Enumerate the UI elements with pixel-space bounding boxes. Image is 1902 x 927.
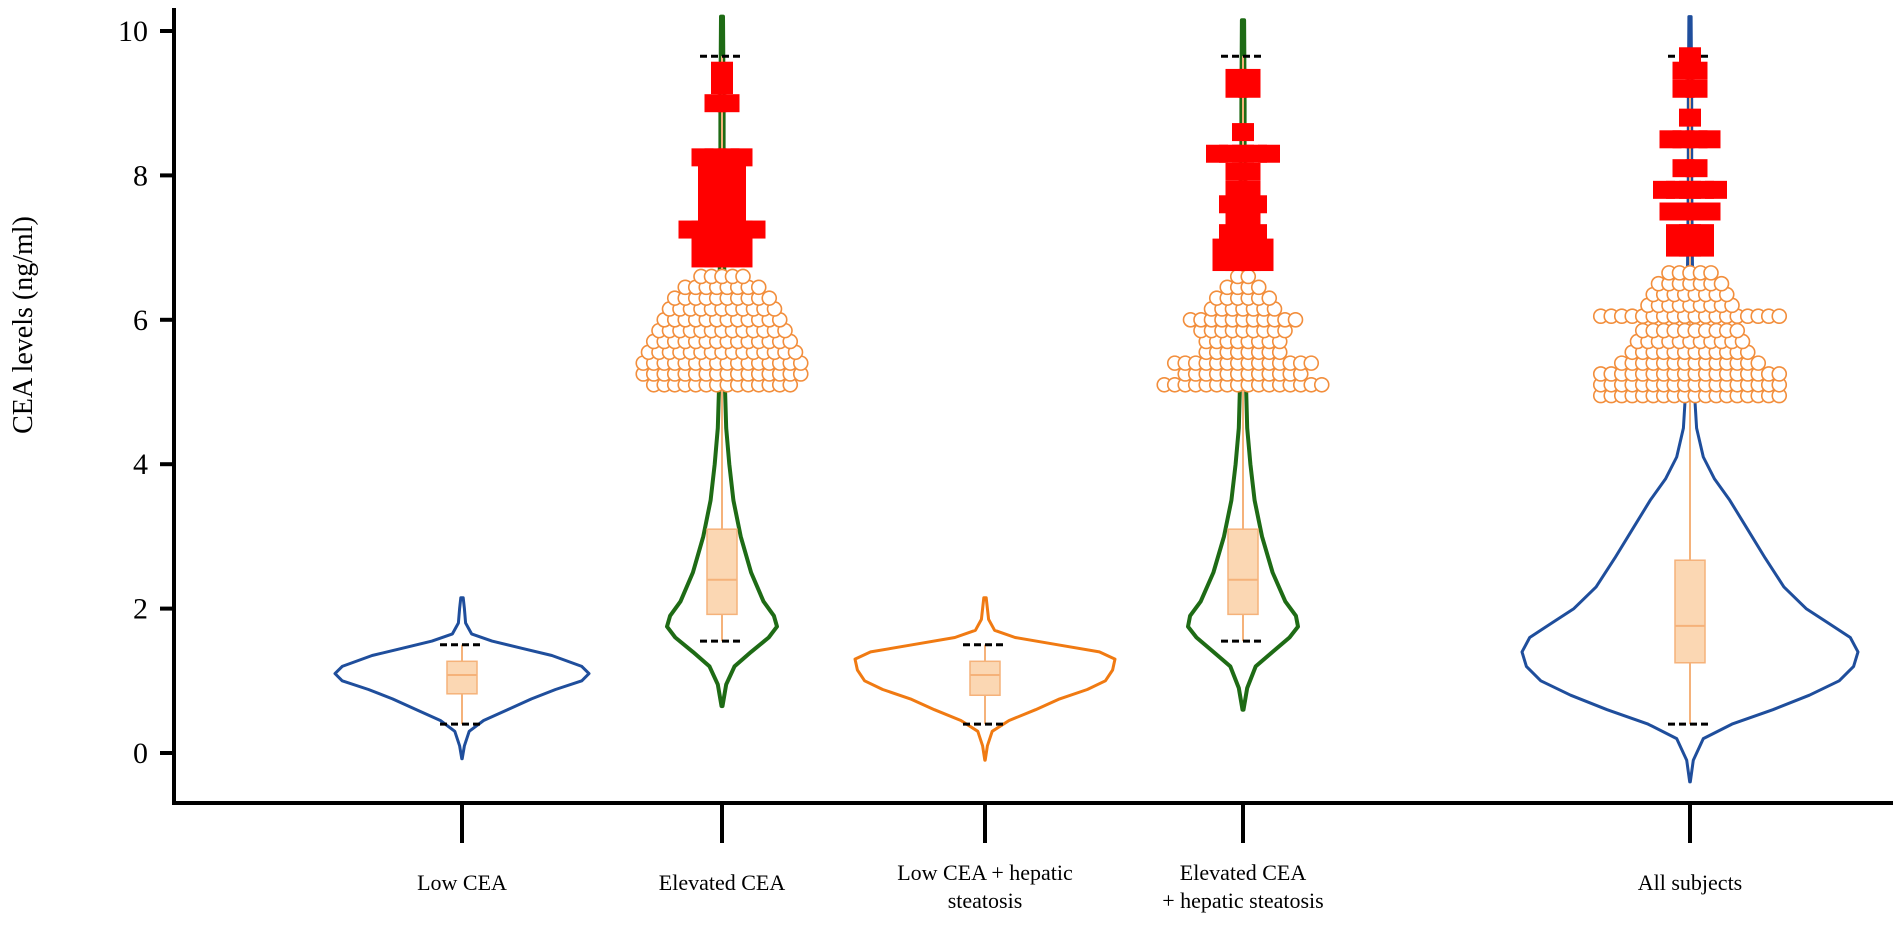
extreme-outlier-point xyxy=(1692,224,1714,243)
x-ticks xyxy=(460,803,1692,843)
moderate-outlier-point xyxy=(1313,376,1330,393)
extreme-outlier-point xyxy=(1245,195,1267,214)
extreme-outlier-point xyxy=(730,249,753,268)
outliers xyxy=(635,47,1788,404)
box-iqr xyxy=(1674,559,1706,664)
extreme-outlier-point xyxy=(1251,238,1274,257)
extreme-outlier-point xyxy=(1232,123,1254,142)
extreme-outlier-point xyxy=(743,220,766,239)
extreme-outlier-point xyxy=(711,61,733,80)
box-iqr xyxy=(706,528,738,616)
y-tick-label: 2 xyxy=(133,593,148,626)
y-tick-label: 0 xyxy=(133,737,148,770)
moderate-outlier-point xyxy=(1771,308,1788,324)
extreme-outlier-point xyxy=(1251,253,1274,272)
extreme-outlier-point xyxy=(724,177,746,196)
extreme-outlier-point xyxy=(724,206,746,225)
violin-outline xyxy=(333,596,591,761)
moderate-outlier-point xyxy=(750,279,767,296)
extreme-outlier-point xyxy=(711,76,733,95)
y-ticks: 0 2 4 6 8 10 xyxy=(118,15,176,770)
moderate-outlier-point xyxy=(735,268,751,285)
extreme-outlier-point xyxy=(1679,47,1701,66)
moderate-outlier-point xyxy=(1261,290,1278,306)
extreme-outlier-point xyxy=(1692,238,1714,257)
y-tick-label: 6 xyxy=(133,304,148,337)
category-label: Low CEA + hepatic xyxy=(897,860,1073,885)
category-label: Elevated CEA xyxy=(1180,860,1307,885)
y-tick-label: 8 xyxy=(133,159,148,192)
extreme-outlier-point xyxy=(1685,159,1708,178)
moderate-outlier-point xyxy=(1729,322,1746,339)
box-iqr xyxy=(969,660,1001,696)
box-iqr xyxy=(446,660,478,695)
moderate-outlier-point xyxy=(1713,275,1730,292)
extreme-outlier-point xyxy=(1705,180,1727,199)
y-axis-title: CEA levels (ng/ml) xyxy=(8,216,39,434)
extreme-outlier-point xyxy=(1698,202,1721,221)
y-tick-label: 10 xyxy=(118,15,148,48)
category-labels: Low CEA Elevated CEA Low CEA + hepatic stea… xyxy=(417,860,1742,913)
category-label: All subjects xyxy=(1638,870,1743,895)
extreme-outlier-point xyxy=(1685,79,1708,98)
category-label: Elevated CEA xyxy=(659,870,786,895)
extreme-outlier-point xyxy=(730,234,753,253)
extreme-outlier-point xyxy=(1245,224,1267,243)
whiskers xyxy=(440,54,1712,726)
moderate-outlier-point xyxy=(1250,279,1267,296)
box-iqr xyxy=(1227,528,1259,616)
extreme-outlier-point xyxy=(1258,144,1280,163)
violin-outline xyxy=(853,596,1117,762)
moderate-outlier-point xyxy=(1703,265,1719,281)
extreme-outlier-point xyxy=(1238,68,1261,87)
extreme-outlier-point xyxy=(1685,61,1708,80)
moderate-outlier-point xyxy=(1750,355,1767,371)
moderate-outlier-point xyxy=(1771,366,1788,382)
violin-outline xyxy=(665,14,779,709)
violins xyxy=(333,14,1860,784)
moderate-outlier-point xyxy=(1240,268,1257,285)
boxes xyxy=(446,56,1706,725)
extreme-outlier-point xyxy=(1238,209,1261,228)
extreme-outlier-point xyxy=(717,94,740,113)
violin-outline xyxy=(1520,15,1860,784)
category-label: steatosis xyxy=(948,888,1023,913)
extreme-outlier-point xyxy=(1698,130,1721,149)
extreme-outlier-point xyxy=(730,148,753,167)
category-label: Low CEA xyxy=(417,870,507,895)
extreme-outlier-point xyxy=(724,162,746,181)
axes: 0 2 4 6 8 10 xyxy=(118,8,1893,843)
extreme-outlier-point xyxy=(1679,108,1701,127)
y-tick-label: 4 xyxy=(133,448,148,481)
violin-outline xyxy=(1186,18,1300,712)
moderate-outlier-point xyxy=(761,290,778,306)
moderate-outlier-point xyxy=(1303,355,1320,371)
extreme-outlier-point xyxy=(724,191,746,210)
extreme-outlier-point xyxy=(1238,180,1261,199)
moderate-outlier-point xyxy=(1287,311,1304,328)
extreme-outlier-point xyxy=(1238,162,1261,181)
category-label: + hepatic steatosis xyxy=(1162,888,1323,913)
